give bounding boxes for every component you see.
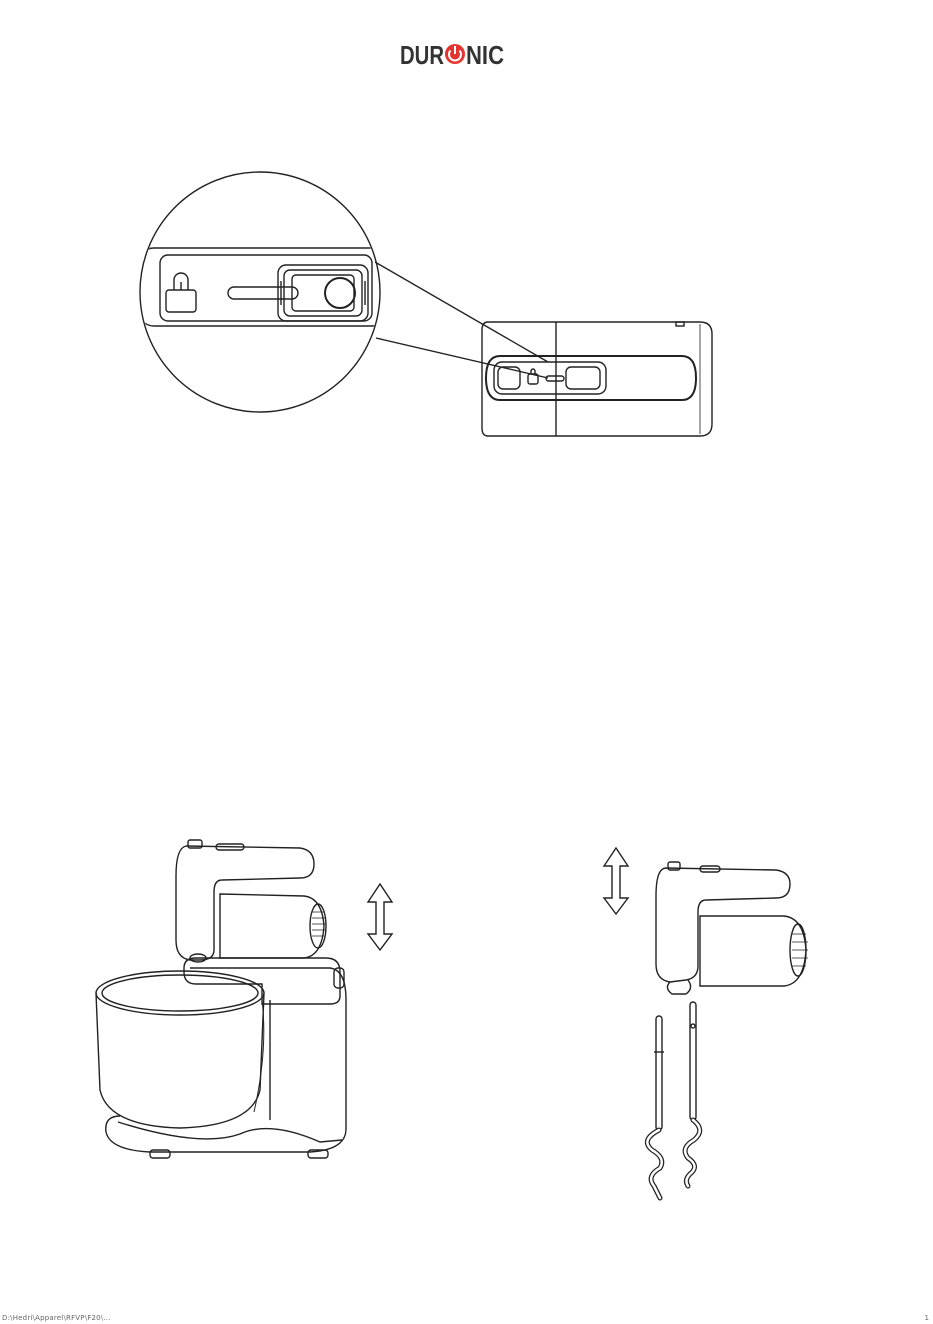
hand-mixer — [656, 862, 808, 994]
footer-file-path: D:\Hedri\Apparel\RFVP\F20\... — [2, 1314, 111, 1322]
magnified-speed-panel — [138, 248, 388, 326]
hand-mixer-top-view — [482, 322, 712, 436]
speed-slider-knob — [278, 265, 368, 321]
lock-icon — [166, 273, 196, 312]
page-mark: 1 — [925, 1314, 929, 1322]
leader-line-bottom — [376, 338, 548, 378]
head-lift-arrow — [368, 884, 392, 950]
magnifier-circle — [140, 172, 380, 412]
dough-hook-right — [685, 1002, 700, 1186]
dough-hook-left — [647, 1016, 664, 1198]
stand-mixer — [96, 840, 346, 1158]
speed-control-detail-figure — [0, 0, 933, 480]
slider-track — [228, 287, 298, 299]
leader-line-top — [375, 262, 548, 362]
vertical-move-arrow — [604, 848, 628, 914]
